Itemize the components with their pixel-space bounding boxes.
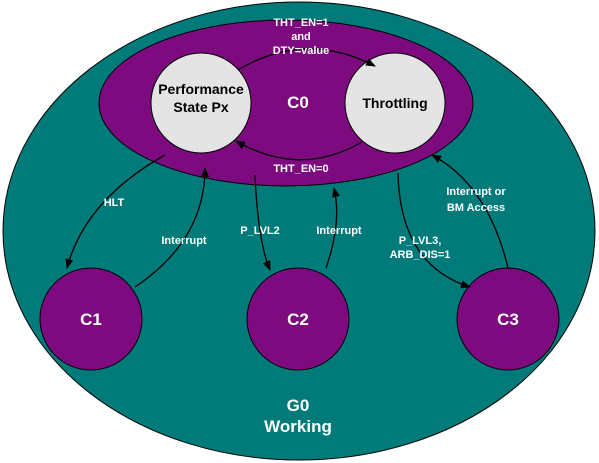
performance-label-line2: State Px [173, 99, 228, 115]
c3-label: C3 [497, 310, 519, 329]
arrow-hlt [65, 154, 166, 269]
tht-en-1-label-line3: DTY=value [273, 45, 330, 57]
performance-state-circle [150, 52, 252, 154]
p-lvl3-label-line2: ARB_DIS=1 [390, 249, 451, 261]
arrow-interrupt-c2 [325, 187, 340, 269]
arrow-throttling-to-perf [235, 140, 363, 161]
performance-label-line1: Performance [158, 81, 244, 97]
c1-state-circle [39, 267, 143, 371]
interrupt-bm-label-line2: BM Access [447, 202, 505, 214]
c1-label: C1 [80, 310, 102, 329]
tht-en-0-label: THT_EN=0 [273, 163, 328, 175]
c2-state-circle [246, 267, 350, 371]
throttling-label: Throttling [362, 95, 427, 111]
p-lvl2-label: P_LVL2 [240, 225, 280, 237]
interrupt-bm-label-line1: Interrupt or [446, 186, 506, 198]
throttling-circle [344, 52, 446, 154]
interrupt-c1-label: Interrupt [161, 235, 207, 247]
hlt-label: HLT [104, 197, 125, 209]
g0-label-line1: G0 [287, 396, 310, 415]
tht-en-1-label-line2: and [291, 31, 311, 43]
arrow-p-lvl2 [254, 174, 271, 271]
arrow-interrupt-bm [431, 154, 509, 269]
g0-label-line2: Working [264, 417, 332, 436]
arrow-perf-to-throttling [237, 48, 376, 71]
c2-label: C2 [287, 310, 309, 329]
c0-label: C0 [287, 93, 309, 112]
tht-en-1-label-line1: THT_EN=1 [273, 17, 328, 29]
arrow-interrupt-c1 [134, 167, 209, 288]
interrupt-c2-label: Interrupt [316, 225, 362, 237]
arrow-p-lvl3 [397, 172, 471, 289]
p-lvl3-label-line1: P_LVL3, [399, 235, 442, 247]
